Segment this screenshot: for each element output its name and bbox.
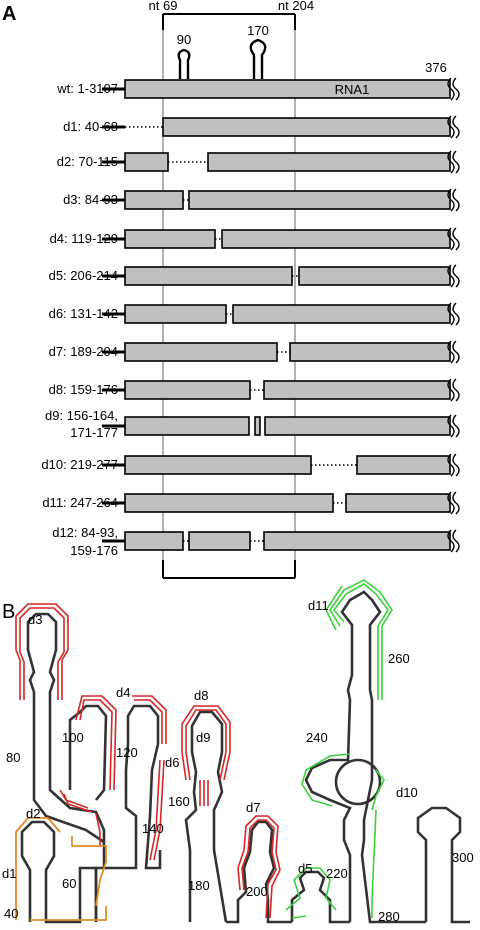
construct-row-d4: d4: 119-129 [50,229,451,249]
deletion-highlight-d3 [15,603,69,700]
deletion-highlight-d8 [181,705,231,781]
deletion-highlight-d1 [15,817,107,921]
nt-left-label: nt 69 [149,0,178,13]
deletion-highlight-d9 [199,780,209,806]
row-label: d2: 70-115 [57,154,118,169]
construct-row-d9: d9: 156-164, 171-177 [45,408,451,440]
nt-label-200: 200 [246,884,268,899]
construct-row-d6: d6: 131-142 [49,304,451,324]
row-label: d7: 189-204 [49,344,118,359]
row-label: wt: 1-3107 [56,81,118,96]
rna1-label: RNA1 [335,82,370,97]
rna-secondary-structure [20,590,470,924]
deletion-highlight-d5 [285,867,337,919]
nt-label-140: 140 [142,821,164,836]
construct-row-d2: d2: 70-115 [57,152,451,172]
label-d1: d1 [2,866,16,881]
hairpin-170-icon [249,38,267,79]
deletion-highlight-d4 [132,695,167,744]
end-position-label: 376 [425,60,447,75]
construct-row-d8: d8: 159-176 [49,380,451,400]
hairpin-90-label: 90 [177,32,191,47]
hairpin-170-label: 170 [247,23,269,38]
region-bracket-bottom [162,560,296,579]
nt-label-60: 60 [62,876,76,891]
hairpin-90-icon [177,48,191,79]
label-d8: d8 [194,688,208,703]
break-marks [447,77,460,553]
label-d3: d3 [28,612,42,627]
row-label: d8: 159-176 [49,382,118,397]
label-d7: d7 [246,800,260,815]
row-label: d12: 84-93, [52,525,118,540]
panel-b-label: B [2,601,15,623]
construct-row-d1: d1: 40-68 [63,117,451,137]
construct-row-d10: d10: 219-277 [41,455,451,475]
row-label: d10: 219-277 [41,457,118,472]
deletion-highlight-d2 [59,789,101,846]
panel-a-label: A [2,3,16,25]
row-label: d9: 156-164, [45,408,118,423]
nt-label-120: 120 [116,745,138,760]
deletion-highlight-d7 [237,815,281,919]
deletion-highlight-d11 [325,579,393,700]
construct-row-d3: d3: 84-93 [63,190,451,210]
nt-right-label: nt 204 [278,0,314,13]
nt-label-280: 280 [378,909,400,924]
construct-row-wt: wt: 1-3107 RNA1 [56,79,451,99]
deletion-highlight-100 [75,695,117,791]
nt-label-180: 180 [188,878,210,893]
construct-row-d12: d12: 84-93, 159-176 [52,525,451,558]
row-label: d5: 206-214 [49,268,118,283]
label-d11: d11 [308,598,329,613]
nt-label-260: 260 [388,651,410,666]
nt-label-220: 220 [326,866,348,881]
label-d5: d5 [298,861,312,876]
row-label: d3: 84-93 [63,192,118,207]
row-label: d6: 131-142 [49,306,118,321]
nt-label-100: 100 [62,730,84,745]
nt-label-160: 160 [168,794,190,809]
label-d2: d2 [26,806,40,821]
construct-row-d7: d7: 189-204 [49,342,451,362]
construct-row-d5: d5: 206-214 [49,266,451,286]
label-d6: d6 [165,755,179,770]
label-d9: d9 [196,730,210,745]
construct-row-d11: d11: 247-264 [42,493,451,513]
label-d10: d10 [396,785,418,800]
region-bracket-top [162,13,296,30]
deletion-highlight-d10 [301,753,385,918]
row-label-continued: 159-176 [70,543,118,558]
row-label: d4: 119-129 [50,231,118,246]
row-label: d1: 40-68 [63,119,118,134]
row-label: d11: 247-264 [42,495,118,510]
nt-label-300: 300 [452,850,474,865]
row-label-continued: 171-177 [70,425,118,440]
nt-label-80: 80 [6,750,20,765]
deletion-highlight-d6 [149,759,165,861]
nt-label-240: 240 [306,730,328,745]
nt-label-40: 40 [4,906,18,921]
label-d4: d4 [116,685,130,700]
